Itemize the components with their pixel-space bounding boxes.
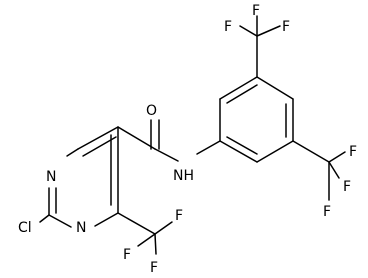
bond-c6-n1: [66, 148, 79, 157]
atom-n1: N: [46, 169, 56, 185]
bond-nh-c1prime: [196, 140, 221, 155]
atom-o: O: [146, 103, 157, 119]
bond-cf3c-f2: [328, 161, 340, 179]
atom-f-top-2: F: [252, 3, 260, 19]
bond-c2-n3: [48, 214, 72, 228]
bond-c2-cl: [39, 214, 50, 223]
bond-c3prime-c4prime: [256, 76, 294, 100]
bond-n3-c4: [94, 212, 119, 227]
bonds: [39, 15, 346, 255]
atom-f-right-2: F: [343, 179, 351, 195]
atom-cl: Cl: [18, 220, 32, 236]
bond-cf3b-f1: [239, 25, 258, 37]
bond-c2prime-c3prime: [219, 76, 258, 100]
bond-cf3a-f3: [137, 233, 156, 247]
bond-c6prime-c1prime: [219, 140, 258, 163]
atom-f-pyr-3: F: [123, 247, 131, 263]
atom-f-pyr-1: F: [175, 208, 183, 224]
bond-cf3b-f3: [256, 25, 281, 37]
atom-f-pyr-2: F: [150, 260, 158, 276]
atom-labels: N Cl N O NH F F F F F F F F F: [18, 3, 357, 276]
atom-nh: NH: [173, 168, 194, 184]
bond-c5-camide: [117, 126, 156, 150]
bond-c2prime-c3prime-inner: [226, 84, 258, 104]
atom-f-top-3: F: [282, 19, 290, 35]
bond-camide-nh: [154, 148, 179, 162]
atom-f-right-1: F: [349, 144, 357, 160]
bond-cf3c-f1: [328, 151, 346, 163]
atom-f-right-3: F: [323, 204, 331, 220]
bond-c5prime-cf3c: [292, 140, 330, 163]
bond-cf3a-f1: [154, 221, 173, 235]
bond-c4-cf3: [117, 212, 156, 235]
atom-f-top-1: F: [224, 19, 232, 35]
atom-n3: N: [76, 220, 86, 236]
bond-c6-c5: [77, 126, 119, 150]
bond-c6prime-c1prime-inner: [226, 136, 258, 155]
bond-c5prime-c6prime: [256, 140, 294, 163]
bond-cf3a-f2: [154, 233, 157, 255]
